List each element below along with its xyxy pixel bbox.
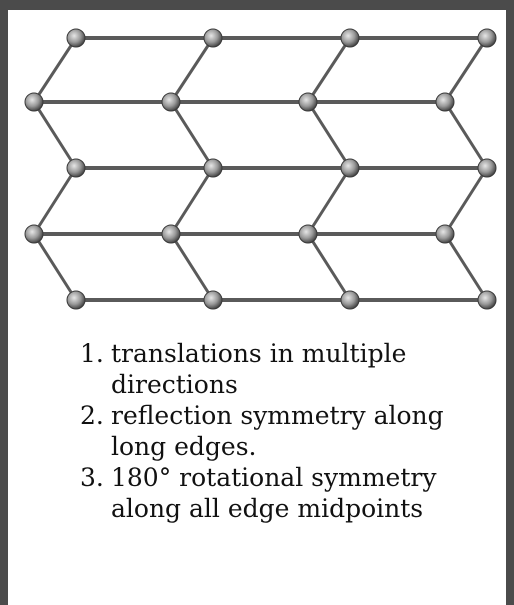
short-edge [445, 234, 487, 300]
short-edge [171, 102, 213, 168]
lattice-node [341, 159, 359, 177]
property-text: translations in multiple [111, 338, 444, 369]
short-edge [308, 38, 350, 102]
lattice-node [67, 159, 85, 177]
short-edge [171, 168, 213, 234]
lattice-node [204, 29, 222, 47]
property-text: directions [111, 369, 444, 400]
figure-panel: 1. translations in multiple directions 2… [8, 10, 506, 605]
short-edge [34, 168, 76, 234]
property-item-3: 3. 180° rotational symmetry along all ed… [80, 462, 444, 524]
short-edge [34, 234, 76, 300]
property-text: 180° rotational symmetry [111, 462, 444, 493]
short-edge [445, 38, 487, 102]
property-text: long edges. [111, 431, 444, 462]
property-number: 1. [80, 338, 104, 369]
lattice-node [67, 291, 85, 309]
lattice-node [67, 29, 85, 47]
symmetry-properties-list: 1. translations in multiple directions 2… [80, 338, 444, 524]
lattice-node [25, 225, 43, 243]
short-edge [308, 168, 350, 234]
lattice-node [204, 291, 222, 309]
short-edge [308, 234, 350, 300]
short-edge [308, 102, 350, 168]
lattice-node [299, 93, 317, 111]
lattice-diagram [8, 10, 506, 320]
short-edge [445, 102, 487, 168]
lattice-node [341, 29, 359, 47]
lattice-node [436, 93, 454, 111]
lattice-node [162, 93, 180, 111]
lattice-node [436, 225, 454, 243]
lattice-node [162, 225, 180, 243]
property-item-1: 1. translations in multiple directions [80, 338, 444, 400]
lattice-node [204, 159, 222, 177]
lattice-node [25, 93, 43, 111]
short-edge [171, 38, 213, 102]
lattice-node [478, 29, 496, 47]
short-edge [34, 38, 76, 102]
property-text: along all edge midpoints [111, 493, 444, 524]
lattice-node [299, 225, 317, 243]
lattice-node [341, 291, 359, 309]
property-text: reflection symmetry along [111, 400, 444, 431]
property-item-2: 2. reflection symmetry along long edges. [80, 400, 444, 462]
property-number: 3. [80, 462, 104, 493]
short-edge [445, 168, 487, 234]
short-edge [34, 102, 76, 168]
short-edge [171, 234, 213, 300]
property-number: 2. [80, 400, 104, 431]
lattice-node [478, 159, 496, 177]
lattice-node [478, 291, 496, 309]
